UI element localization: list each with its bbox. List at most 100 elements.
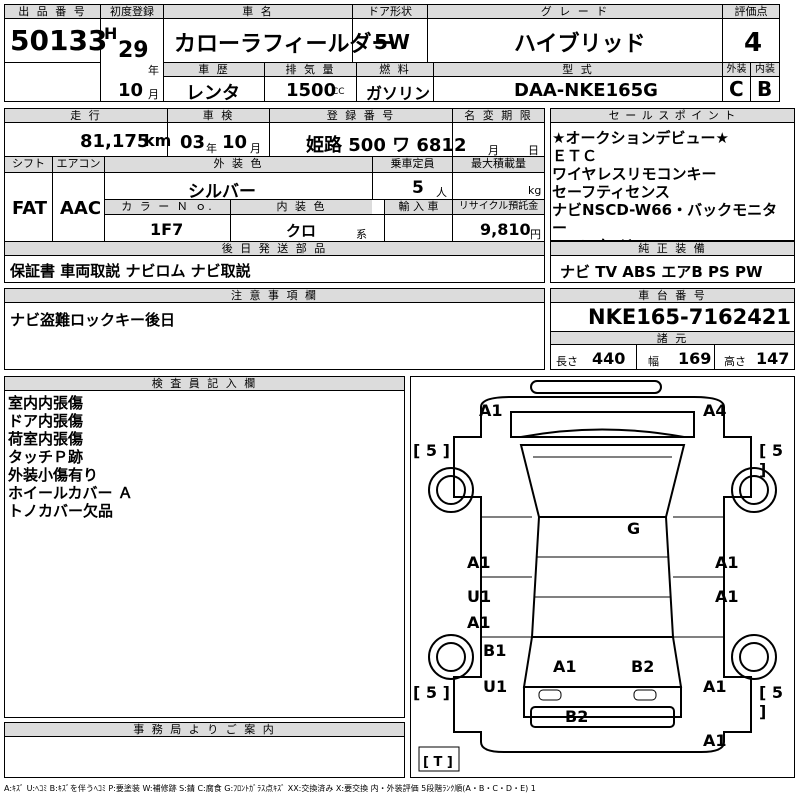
color-no: 1F7 (150, 220, 184, 239)
year: 29 (118, 38, 149, 63)
color-no-label: カ ラ ー Ｎ ｏ. (105, 200, 230, 214)
equipment: ナビ TV ABS エアB PS PW (560, 263, 763, 281)
grade: ハイブリッド (514, 32, 646, 57)
fuel-label: 燃 料 (357, 63, 433, 76)
list-item: トノカバー欠品 (8, 502, 114, 520)
aircon-label: エアコン (53, 157, 104, 172)
equipment-box (550, 241, 795, 283)
score: 4 (744, 28, 763, 58)
office-box (4, 722, 405, 778)
mark-left-quarter-b1: B1 (483, 641, 507, 660)
inspector-label: 検 査 員 記 入 欄 (5, 377, 404, 391)
mark-windshield: G (627, 519, 641, 538)
mark-rear-glass-left: A1 (553, 657, 577, 676)
mileage: 81,175 (80, 131, 150, 152)
interior-grade: B (757, 77, 773, 101)
recycle-fee: 9,810 (480, 220, 531, 239)
name-change-day: 日 (528, 144, 539, 157)
year-unit: 年 (148, 64, 159, 77)
inspection-month-unit: 月 (250, 142, 261, 155)
list-item: タッチＰ跡 (8, 448, 84, 466)
capacity-label: 乗車定員 (373, 157, 452, 172)
fuel: ガソリン (366, 84, 431, 103)
month-unit: 月 (148, 88, 159, 101)
history-label: 車 歴 (164, 63, 264, 76)
legend: A:ｷｽﾞ U:ﾍｺﾐ B:ｷｽﾞを伴うﾍｺﾐ P:要塗装 W:補修跡 S:錆 … (4, 784, 536, 793)
mark-front-left: A1 (479, 401, 503, 420)
registration-number: 姫路 500 ワ 6812 (306, 135, 467, 156)
tire-rear-right: [ 5 ] (759, 683, 784, 721)
list-item: 室内内張傷 (8, 394, 84, 412)
exterior-label: 外装 (723, 63, 750, 76)
inspector-box (4, 376, 405, 718)
inspection-month: 10 (222, 132, 248, 153)
ext-color: シルバー (188, 182, 256, 202)
list-item: ナビNSCD-W66・バックモニター (552, 201, 778, 237)
door-type: 5W (374, 30, 410, 54)
mark-left-rear-u1: U1 (483, 677, 508, 696)
mark-left-door-2: A1 (467, 613, 491, 632)
list-item: ホイールカバー Ａ (8, 484, 133, 502)
mark-right-door-1: A1 (715, 553, 739, 572)
mark-rear-right: A1 (703, 731, 727, 750)
equipment-label: 純 正 装 備 (551, 242, 794, 256)
first-reg-label: 初度登録 (101, 5, 163, 18)
ext-color-label: 外 装 色 (105, 157, 372, 172)
list-item: ドア内張傷 (8, 412, 84, 430)
exterior-grade: C (729, 77, 744, 101)
max-load-unit: kg (528, 184, 542, 197)
model-label: 型 式 (434, 63, 722, 76)
mark-left-door-1: A1 (467, 553, 491, 572)
height: 147 (756, 349, 790, 368)
list-item: 荷室内張傷 (8, 430, 84, 448)
interior-label: 内装 (751, 63, 779, 76)
max-load-label: 最大積載量 (453, 157, 544, 172)
height-label: 高さ (724, 355, 746, 368)
list-item: 外装小傷有り (8, 466, 99, 484)
mark-right-rear: A1 (703, 677, 727, 696)
dims-label: 諸 元 (551, 331, 794, 345)
recycle-unit: 円 (530, 228, 541, 241)
mileage-label: 走 行 (5, 109, 167, 122)
inspector-list: 室内内張傷 ドア内張傷 荷室内張傷 タッチＰ跡 外装小傷有り ホイールカバー Ａ… (8, 394, 388, 520)
notes: ナビ盗難ロックキー後日 (10, 311, 176, 329)
lot-number: 50133 (10, 24, 108, 57)
inspection-year: 03 (180, 132, 206, 153)
delivery-box (4, 255, 545, 283)
tire-front-left: [ 5 ] (413, 441, 450, 460)
list-item: ★オークションデビュー★ (552, 129, 729, 147)
lot-no-label: 出 品 番 号 (5, 5, 100, 18)
inspection-year-unit: 年 (206, 142, 217, 155)
header-table (4, 4, 780, 102)
capacity: 5 (412, 178, 424, 198)
displacement-label: 排 気 量 (265, 63, 356, 76)
shift-label: シフト (5, 157, 52, 172)
car-name-label: 車 名 (164, 5, 352, 18)
int-color: クロ (286, 222, 317, 240)
tire-front-right: [ 5 ] (759, 441, 784, 479)
mark-right-door-2: A1 (715, 587, 739, 606)
inspection-label: 車 検 (168, 109, 269, 122)
sales-points-box (550, 108, 795, 241)
score-label: 評価点 (723, 5, 779, 18)
length-label: 長さ (556, 355, 578, 368)
car-diagram: A1 A4 [ 5 ] [ 5 ] G A1 A1 U1 A1 A1 B1 A1… (410, 376, 795, 778)
import-label: 輸 入 車 (385, 200, 452, 214)
car-name: カローラフィールダー (174, 32, 394, 57)
length: 440 (592, 349, 626, 368)
mark-trunk: [ T ] (423, 755, 453, 770)
door-label: ドア形状 (353, 5, 427, 18)
chassis-label: 車 台 番 号 (551, 289, 794, 303)
displacement-unit: CC (332, 87, 345, 97)
model: DAA-NKE165G (514, 80, 658, 101)
recycle-label: リサイクル預託金 (453, 200, 544, 214)
mark-rear-bumper: B2 (565, 707, 589, 726)
mileage-unit: km (144, 131, 172, 150)
era: H (104, 24, 118, 43)
chassis-number: NKE165-7162421 (588, 305, 792, 329)
office-label: 事 務 局 よ り ご 案 内 (5, 723, 404, 737)
mark-rear-glass-right: B2 (631, 657, 655, 676)
mark-front-right: A4 (703, 401, 727, 420)
width: 169 (678, 349, 712, 368)
notes-box (4, 288, 545, 370)
